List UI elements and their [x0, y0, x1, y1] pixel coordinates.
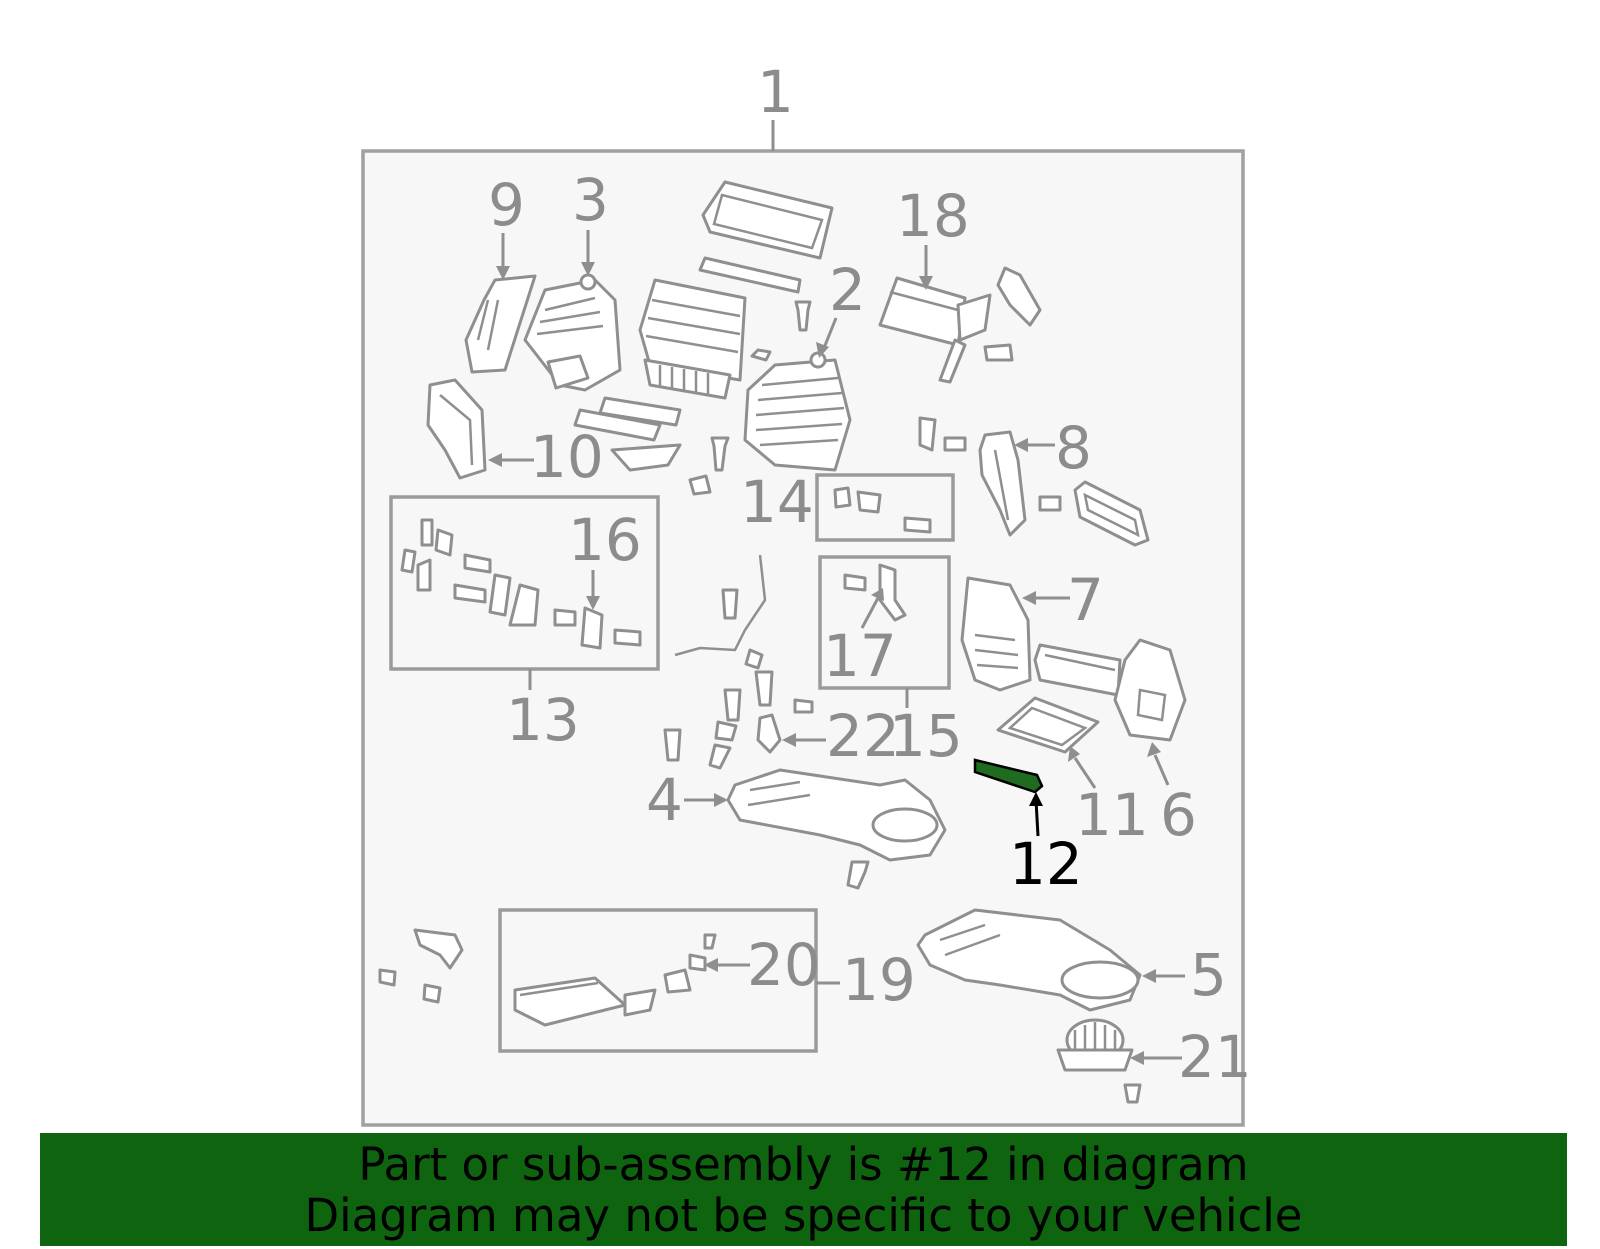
arrow-5 — [1142, 969, 1156, 983]
arrow-10 — [488, 453, 502, 467]
info-banner: Part or sub-assembly is #12 in diagram D… — [40, 1133, 1567, 1246]
banner-line-disclaimer: Diagram may not be specific to your vehi… — [304, 1188, 1303, 1242]
callout-8: 8 — [1055, 414, 1092, 482]
arrow-3 — [581, 262, 595, 276]
screw-mid — [710, 436, 730, 472]
part-6-housing — [1113, 638, 1187, 742]
callout-2: 2 — [829, 256, 866, 324]
arrow-21 — [1130, 1051, 1144, 1065]
leader-2 — [822, 317, 838, 349]
part-9-panel — [464, 274, 537, 374]
arrow-8 — [1014, 438, 1028, 452]
leader-11 — [1073, 757, 1097, 789]
part-14-clips — [833, 486, 882, 514]
part-17-bracket — [878, 563, 907, 622]
arrow-6 — [1147, 742, 1161, 757]
part-19-core — [513, 976, 627, 1027]
callout-13: 13 — [506, 686, 580, 754]
leader-17 — [860, 597, 880, 629]
arrow-12 — [1029, 792, 1043, 806]
callout-16: 16 — [568, 506, 642, 574]
arrow-4 — [714, 793, 728, 807]
callout-15: 15 — [889, 702, 963, 770]
part-top-plate — [701, 180, 834, 260]
screw-top — [794, 300, 812, 332]
callout-19: 19 — [842, 946, 916, 1014]
arrow-9 — [496, 266, 510, 280]
callout-3: 3 — [572, 166, 609, 234]
part-11-filter — [996, 696, 1100, 754]
leader-6 — [1153, 754, 1170, 786]
callout-9: 9 — [488, 171, 525, 239]
callout-12-highlighted: 12 — [1009, 830, 1083, 898]
part-13-hardware — [420, 518, 454, 557]
callout-21: 21 — [1178, 1023, 1252, 1091]
callout-22: 22 — [826, 702, 900, 770]
callout-17: 17 — [823, 622, 897, 690]
arrow-20 — [704, 958, 718, 972]
callout-7: 7 — [1067, 566, 1104, 634]
banner-line-part: Part or sub-assembly is #12 in diagram — [358, 1137, 1249, 1191]
callout-5: 5 — [1190, 941, 1227, 1009]
arrow-17 — [871, 588, 884, 601]
arrow-16 — [586, 596, 600, 610]
part-22-clip — [756, 713, 782, 754]
subassembly-box-19 — [498, 908, 818, 1053]
arrow-22 — [782, 733, 796, 747]
callout-14: 14 — [740, 468, 814, 536]
part-2-unit — [743, 358, 852, 472]
part-wiring — [674, 554, 767, 657]
screw-14 — [688, 474, 712, 496]
part-7-housing — [960, 576, 1032, 692]
part-small-bracket — [413, 928, 464, 970]
callout-1: 1 — [757, 58, 794, 126]
callout-11: 11 — [1075, 781, 1149, 849]
callout-4: 4 — [646, 766, 683, 834]
callout-10: 10 — [530, 423, 604, 491]
callout-20: 20 — [747, 931, 821, 999]
arrow-2 — [816, 342, 829, 358]
part-12-highlighted — [973, 758, 1044, 794]
subassembly-box-15 — [818, 555, 951, 690]
arrow-11 — [1068, 746, 1080, 762]
part-8-bracket — [978, 430, 1027, 537]
subassembly-box-14 — [815, 473, 955, 542]
subassembly-box-13 — [389, 495, 660, 671]
arrow-7 — [1022, 591, 1036, 605]
callout-6: 6 — [1160, 781, 1197, 849]
callout-18: 18 — [896, 182, 970, 250]
arrow-18 — [919, 276, 933, 290]
